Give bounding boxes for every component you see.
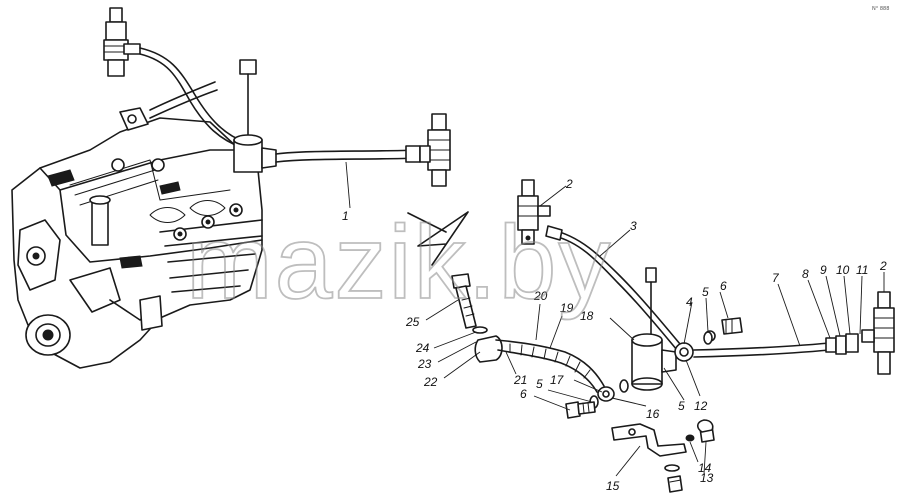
hose-19 <box>495 339 605 387</box>
callout-8: 8 <box>802 267 809 281</box>
site-watermark: mazik.by <box>186 205 612 321</box>
leader-lines <box>345 161 885 477</box>
banjo-17 <box>597 386 615 402</box>
return-pipe-top-inner <box>139 53 244 149</box>
callout-5a: 5 <box>702 285 709 299</box>
engine-filter-unit <box>233 59 277 173</box>
washer-5-upper <box>703 331 713 345</box>
banjo-17-hole <box>602 390 610 398</box>
callout-21: 21 <box>513 373 527 387</box>
callout-9: 9 <box>820 263 827 277</box>
callout-25: 25 <box>405 315 420 329</box>
return-pipe-top <box>139 47 246 143</box>
washer-5-right <box>619 379 629 393</box>
callout-17: 17 <box>550 373 565 387</box>
fuel-pipe-7-inner <box>693 348 841 358</box>
bracket-hole <box>628 428 636 436</box>
callout-5c: 5 <box>678 399 685 413</box>
bolt-13-top <box>696 419 715 443</box>
callout-20: 20 <box>533 289 548 303</box>
callout-1: 1 <box>342 209 349 223</box>
callout-2b: 2 <box>879 259 887 273</box>
callout-5b: 5 <box>536 377 543 391</box>
callout-3: 3 <box>630 219 637 233</box>
callout-22: 22 <box>423 375 438 389</box>
callout-10: 10 <box>836 263 850 277</box>
bolt-6-lower <box>565 401 596 419</box>
callout-11: 11 <box>856 263 868 277</box>
pipe-3-nut <box>545 225 563 241</box>
callout-2a: 2 <box>565 177 573 191</box>
fuel-pipe-7 <box>693 341 841 351</box>
top-left-injector <box>103 7 141 77</box>
callout-15: 15 <box>606 479 620 493</box>
hose-19-inner <box>497 349 598 393</box>
callout-18: 18 <box>580 309 594 323</box>
callout-7: 7 <box>772 271 780 285</box>
bolt-25-group <box>451 273 477 329</box>
callout-6b: 6 <box>520 387 527 401</box>
callout-12: 12 <box>694 399 708 413</box>
callout-14: 14 <box>698 461 712 475</box>
pipe-7-end-fittings <box>825 333 859 355</box>
corner-mark: N° 888 <box>872 6 889 12</box>
fuel-pump-assembly <box>11 81 263 369</box>
right-upper-injector <box>405 113 451 187</box>
fuel-pipe-1 <box>275 149 421 155</box>
callout-24: 24 <box>415 341 430 355</box>
callout-19: 19 <box>560 301 574 315</box>
washer-24 <box>472 326 488 334</box>
callout-16: 16 <box>646 407 660 421</box>
assembly-arrow <box>407 211 469 266</box>
injector-2-middle <box>517 179 551 245</box>
callout-4: 4 <box>686 295 693 309</box>
filter-18 <box>631 267 677 391</box>
fuel-pipe-3-inner <box>553 235 678 351</box>
fuel-pipe-3 <box>551 229 681 345</box>
callout-6a: 6 <box>720 279 727 293</box>
callout-13: 13 <box>700 471 714 485</box>
fuel-pipe-1-inner <box>275 157 421 163</box>
hose-braid <box>509 343 591 379</box>
washer-14-top <box>685 434 695 442</box>
callout-labels: 1 2 2 3 4 5 5 5 6 6 7 8 9 10 11 12 13 14… <box>342 177 887 493</box>
injector-2-right <box>861 291 895 375</box>
bolt-13-bottom <box>667 475 683 493</box>
callout-23: 23 <box>417 357 432 371</box>
bracket-15 <box>611 423 687 457</box>
washer-14-bottom <box>664 464 680 472</box>
